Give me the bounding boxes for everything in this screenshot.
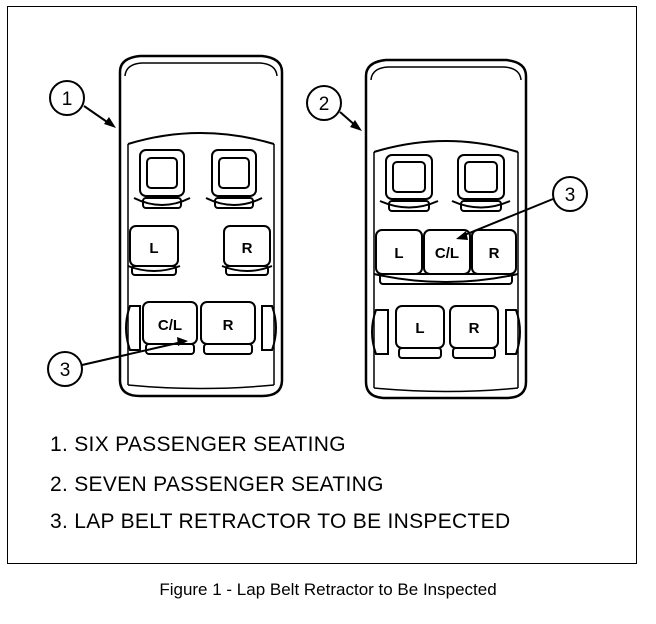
callout-1: 1 <box>49 80 116 128</box>
front-seat-left-v2 <box>379 154 439 212</box>
rear-bench-v2 <box>371 305 521 359</box>
front-seat-right-v2 <box>451 154 511 212</box>
callout-1-number: 1 <box>62 89 73 110</box>
seat-label-left-v2: L <box>394 245 403 262</box>
seat-label-right-v2: R <box>489 245 500 262</box>
middle-seat-left-v1 <box>127 225 181 276</box>
rear-bench-v1 <box>125 301 277 355</box>
callout-3-v2-number: 3 <box>565 185 576 206</box>
middle-seat-right-v1 <box>221 225 273 276</box>
legend-item-2: 2. SEVEN PASSENGER SEATING <box>50 473 384 496</box>
figure-frame <box>7 6 637 564</box>
callout-2: 2 <box>306 85 362 131</box>
seat-label-rear-right-v2: R <box>469 320 480 337</box>
figure-caption: Figure 1 - Lap Belt Retractor to Be Insp… <box>159 580 497 599</box>
seat-label-left-v1: L <box>149 240 158 257</box>
seat-label-center-left-v1: C/L <box>158 317 182 334</box>
callout-3-v1: 3 <box>47 337 188 387</box>
middle-bench-v2 <box>373 229 519 285</box>
seat-label-rear-right-v1: R <box>223 317 234 334</box>
seat-label-center-left-v2: C/L <box>435 245 459 262</box>
callout-3-v1-number: 3 <box>60 360 71 381</box>
callout-3-v2: 3 <box>456 176 588 240</box>
seat-label-rear-left-v2: L <box>415 320 424 337</box>
front-seat-right-v1 <box>205 149 263 209</box>
front-seat-left-v1 <box>133 149 191 209</box>
legend-item-3: 3. LAP BELT RETRACTOR TO BE INSPECTED <box>50 510 511 533</box>
callout-2-number: 2 <box>319 94 330 115</box>
seat-label-right-v1: R <box>242 240 253 257</box>
legend-item-1: 1. SIX PASSENGER SEATING <box>50 433 346 456</box>
